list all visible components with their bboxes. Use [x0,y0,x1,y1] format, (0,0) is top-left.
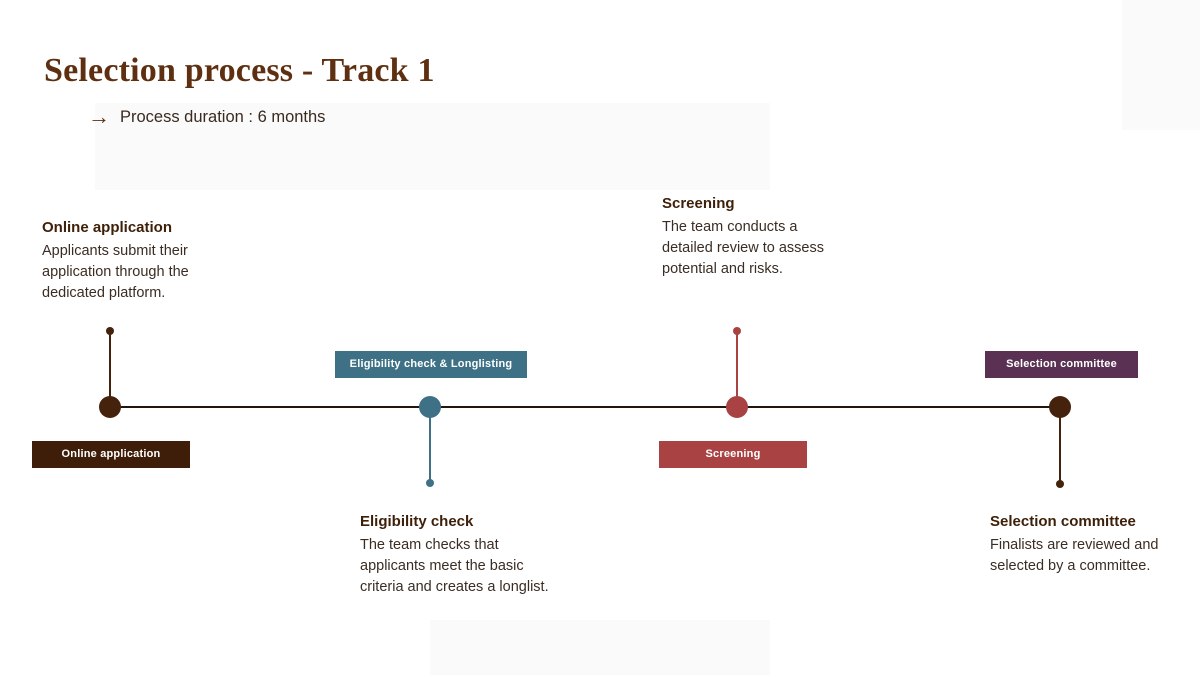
background-shade [430,620,770,675]
timeline-line [110,406,1061,408]
background-shade [1122,0,1200,130]
milestone-endpoint-dot [1056,480,1064,488]
milestone-endpoint-dot [426,479,434,487]
milestone-endpoint-dot [733,327,741,335]
milestone-description: The team conducts a detailed review to a… [662,219,824,277]
milestone-description: Applicants submit their application thro… [42,243,189,301]
milestone-node-screening [726,396,748,418]
milestone-stem [109,334,111,406]
milestone-stem [1059,407,1061,482]
background-shade [95,103,770,190]
subtitle-text: Process duration : 6 months [120,107,326,126]
milestone-heading: Screening [662,195,735,212]
page-title: Selection process - Track 1 [44,52,435,89]
milestone-stem [736,334,738,406]
milestone-stem [429,407,431,481]
subtitle: → Process duration : 6 months [88,106,325,128]
milestone-badge-online-application: Online application [32,441,190,468]
milestone-badge-selection-committee: Selection committee [985,351,1138,378]
milestone-detail-screening: Screening The team conducts a detailed r… [662,193,830,280]
milestone-endpoint-dot [106,327,114,335]
milestone-node-online-application [99,396,121,418]
milestone-description: The team checks that applicants meet the… [360,537,549,595]
milestone-detail-online-application: Online application Applicants submit the… [42,217,232,304]
milestone-detail-eligibility-check: Eligibility check The team checks that a… [360,511,565,598]
milestone-description: Finalists are reviewed and selected by a… [990,537,1159,574]
milestone-badge-eligibility-check: Eligibility check & Longlisting [335,351,527,378]
milestone-detail-selection-committee: Selection committee Finalists are review… [990,511,1165,577]
milestone-heading: Online application [42,219,173,236]
milestone-badge-screening: Screening [659,441,807,468]
arrow-right-icon: → [88,104,110,129]
milestone-heading: Eligibility check [360,513,474,530]
milestone-heading: Selection committee [990,513,1136,530]
